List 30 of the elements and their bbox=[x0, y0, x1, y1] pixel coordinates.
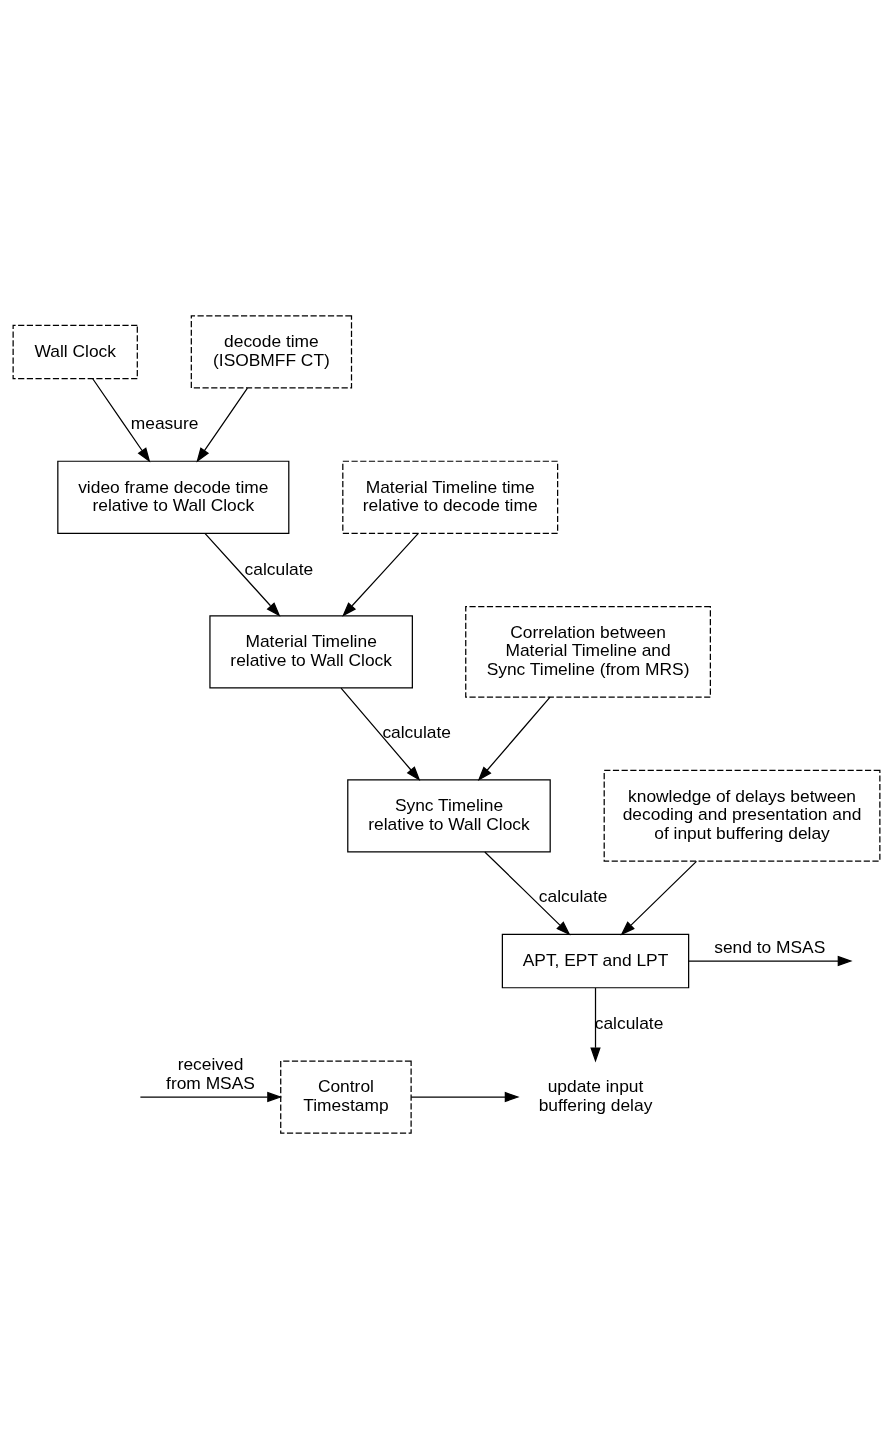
node-box: APT, EPT and LPT bbox=[501, 933, 690, 988]
arrow bbox=[477, 696, 551, 781]
edge-label: measure bbox=[130, 412, 199, 433]
node-box: video frame decode time relative to Wall Clock bbox=[57, 460, 290, 534]
node-text: update input buffering delay bbox=[538, 1075, 653, 1115]
arrow bbox=[342, 532, 419, 617]
edge-label: received from MSAS bbox=[166, 1053, 255, 1093]
arrow bbox=[620, 860, 698, 935]
arrow bbox=[484, 850, 571, 935]
arrow bbox=[340, 687, 421, 781]
node-box: decode time (ISOBMFF CT) bbox=[190, 314, 353, 389]
arrow bbox=[204, 532, 281, 617]
node-box: Wall Clock bbox=[12, 324, 138, 379]
edge-label: calculate bbox=[538, 885, 608, 906]
node-box: Correlation between Material Timeline and Sync Timeline (from MRS) bbox=[465, 605, 711, 698]
arrow bbox=[410, 1091, 520, 1102]
arrow bbox=[92, 377, 151, 463]
node-box: Material Timeline relative to Wall Clock bbox=[209, 614, 413, 688]
edge-label: calculate bbox=[382, 721, 451, 742]
node-box: knowledge of delays between decoding and presentation and of input buffering delay bbox=[603, 769, 881, 862]
arrow bbox=[139, 1091, 283, 1102]
arrow bbox=[688, 955, 853, 966]
arrow bbox=[590, 986, 601, 1062]
edge-label: send to MSAS bbox=[714, 936, 826, 957]
node-box: Material Timeline time relative to decode time bbox=[342, 460, 559, 534]
node-box: Sync Timeline relative to Wall Clock bbox=[347, 778, 551, 852]
edge-label: calculate bbox=[594, 1012, 664, 1033]
arrow bbox=[196, 387, 249, 462]
node-box: Control Timestamp bbox=[280, 1059, 412, 1134]
edge-label: calculate bbox=[244, 558, 314, 578]
